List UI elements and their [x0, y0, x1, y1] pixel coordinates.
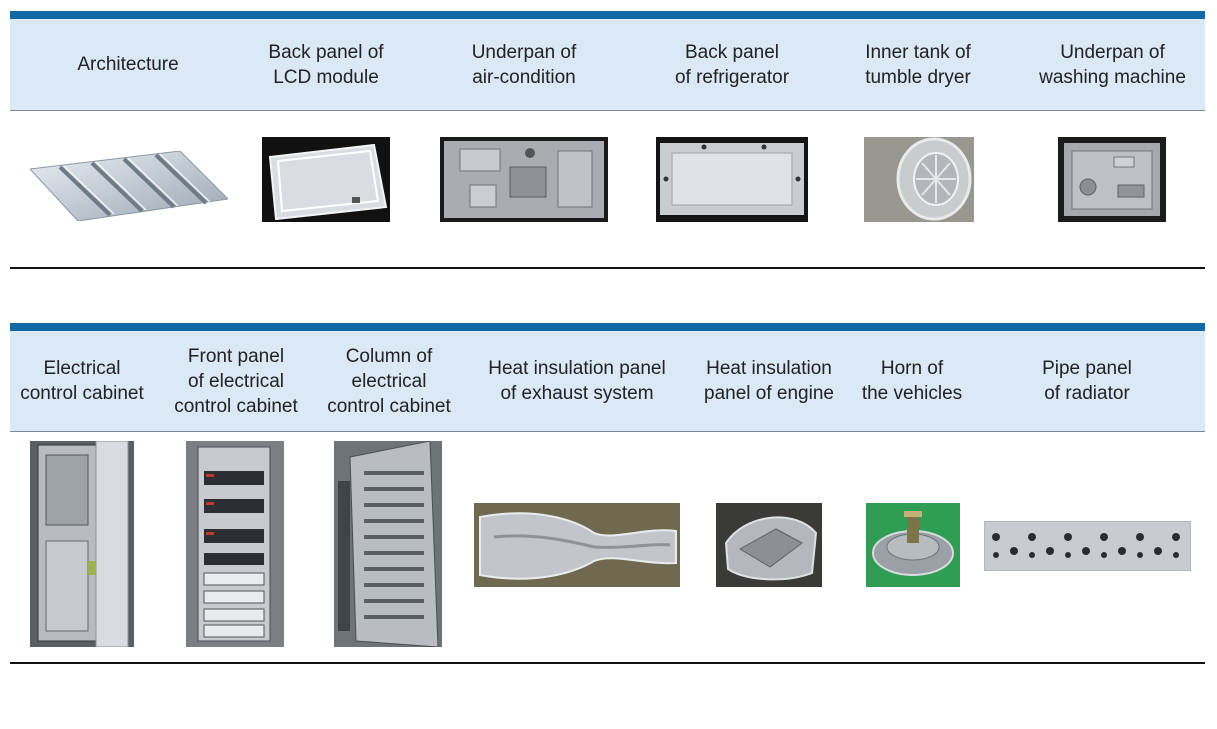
- table-header-row: Architecture Back panel of LCD module Un…: [10, 19, 1205, 111]
- washing-machine-underpan-image: [1058, 137, 1166, 222]
- cabinet-front-panel-image: [186, 441, 284, 647]
- lcd-back-panel-image: [262, 137, 390, 222]
- header-cell-aircon-underpan: Underpan of air-condition: [471, 41, 577, 88]
- exhaust-heat-shield-image: [474, 503, 680, 587]
- table-bottom-rule: [10, 662, 1205, 664]
- header-cell-lcd-back-panel: Back panel of LCD module: [268, 41, 384, 88]
- applications-table-2: Electrical control cabinet Front panel o…: [10, 323, 1205, 665]
- header-cell-engine-heat-shield: Heat insulation panel of engine: [704, 358, 834, 404]
- header-cell-cabinet-front-panel: Front panel of electrical control cabine…: [174, 345, 298, 417]
- vehicle-horn-image: [866, 503, 960, 587]
- table-bottom-rule: [10, 267, 1205, 269]
- table-top-bar: [10, 11, 1205, 19]
- applications-table-1: Architecture Back panel of LCD module Un…: [10, 11, 1205, 270]
- table-top-bar: [10, 323, 1205, 331]
- dryer-inner-tank-image: [864, 137, 974, 222]
- header-cell-radiator-pipe-panel: Pipe panel of radiator: [1042, 358, 1132, 404]
- header-cell-washing-machine-underpan: Underpan of washing machine: [1039, 41, 1186, 88]
- header-cell-refrigerator-back-panel: Back panel of refrigerator: [674, 41, 790, 88]
- table-image-row: [10, 433, 1205, 663]
- radiator-pipe-panel-image: [984, 521, 1191, 571]
- table-image-row: [10, 111, 1205, 268]
- engine-heat-shield-image: [716, 503, 822, 587]
- header-cell-architecture: Architecture: [77, 54, 179, 75]
- header-cell-cabinet-column: Column of electrical control cabinet: [327, 345, 451, 417]
- header-cell-vehicle-horn: Horn of the vehicles: [861, 358, 963, 404]
- header-cell-control-cabinet: Electrical control cabinet: [20, 358, 144, 404]
- corrugated-roof-panel-image: [30, 151, 228, 221]
- header-cell-dryer-inner-tank: Inner tank of tumble dryer: [865, 41, 971, 88]
- refrigerator-back-panel-image: [656, 137, 808, 222]
- cabinet-column-image: [334, 441, 442, 647]
- table-header-row: Electrical control cabinet Front panel o…: [10, 331, 1205, 432]
- control-cabinet-image: [30, 441, 134, 647]
- header-cell-exhaust-heat-shield: Heat insulation panel of exhaust system: [488, 358, 666, 404]
- aircon-underpan-image: [440, 137, 608, 222]
